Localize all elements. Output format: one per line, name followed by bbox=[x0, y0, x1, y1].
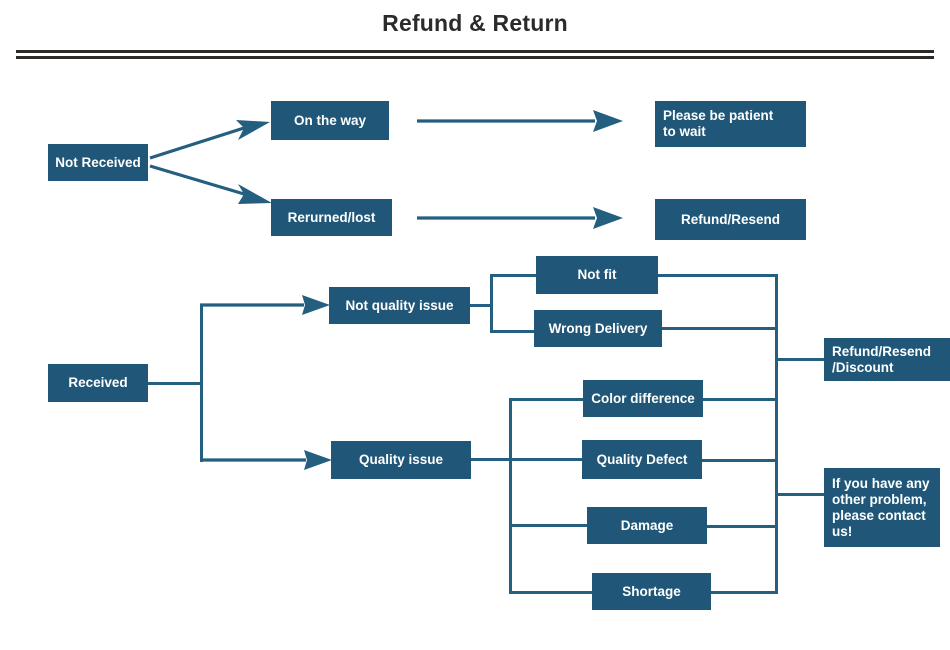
node-wrong-delivery[interactable]: Wrong Delivery bbox=[534, 310, 662, 347]
node-color-difference[interactable]: Color difference bbox=[583, 380, 703, 417]
node-label: Quality Defect bbox=[596, 451, 688, 467]
node-label: Shortage bbox=[622, 583, 681, 599]
node-returned-lost[interactable]: Rerurned/lost bbox=[271, 199, 392, 236]
node-label: Color difference bbox=[591, 390, 695, 406]
connector-bus-to-contact-us bbox=[775, 493, 827, 496]
connector-quality-bracket bbox=[509, 398, 512, 594]
node-label: Not fit bbox=[577, 267, 617, 282]
node-shortage[interactable]: Shortage bbox=[592, 573, 711, 610]
connector-received-stem bbox=[148, 382, 203, 385]
node-damage[interactable]: Damage bbox=[587, 507, 707, 544]
node-please-be-patient[interactable]: Please be patient to wait bbox=[655, 101, 806, 147]
connector-not-quality-stem bbox=[470, 304, 492, 307]
node-label: Wrong Delivery bbox=[548, 320, 648, 336]
arrow-received-to-not-quality bbox=[200, 295, 330, 315]
connector-quality-to-shortage bbox=[509, 591, 592, 594]
connector-color-difference-to-bus bbox=[703, 398, 778, 401]
connector-outcome-bus bbox=[775, 274, 778, 594]
header-rule-lower bbox=[16, 56, 934, 59]
connector-quality-stem bbox=[471, 458, 513, 461]
node-not-fit[interactable]: Not fit bbox=[536, 256, 658, 294]
node-label: Damage bbox=[620, 517, 674, 533]
arrow-returned-lost-to-refund-resend bbox=[417, 207, 623, 229]
arrow-received-to-quality-issue bbox=[200, 450, 332, 470]
node-label: Not Received bbox=[55, 154, 141, 170]
node-received[interactable]: Received bbox=[48, 364, 148, 402]
arrow-not-received-to-on-the-way bbox=[149, 120, 270, 160]
node-on-the-way[interactable]: On the way bbox=[271, 101, 389, 140]
node-quality-defect[interactable]: Quality Defect bbox=[582, 440, 702, 479]
connector-quality-defect-to-bus bbox=[702, 459, 778, 462]
connector-shortage-to-bus bbox=[711, 591, 778, 594]
connector-damage-to-bus bbox=[707, 525, 778, 528]
connector-received-split bbox=[200, 305, 203, 462]
arrow-on-the-way-to-please-wait bbox=[417, 110, 623, 132]
connector-quality-to-color-difference bbox=[509, 398, 584, 401]
connector-not-quality-to-not-fit bbox=[490, 274, 536, 277]
arrow-not-received-to-returned-lost bbox=[149, 164, 272, 204]
node-label: Please be patient to wait bbox=[663, 108, 774, 139]
node-label: Received bbox=[68, 375, 128, 390]
connector-not-quality-to-wrong-delivery bbox=[490, 330, 539, 333]
node-not-quality-issue[interactable]: Not quality issue bbox=[329, 287, 470, 324]
connector-not-fit-to-bus bbox=[658, 274, 778, 277]
header-rule-upper bbox=[16, 50, 934, 53]
node-label: Not quality issue bbox=[345, 297, 454, 313]
page-title: Refund & Return bbox=[382, 10, 568, 36]
connector-wrong-delivery-to-bus bbox=[662, 327, 778, 330]
connector-not-quality-bracket bbox=[490, 274, 493, 333]
connector-quality-to-quality-defect bbox=[509, 458, 583, 461]
node-label: On the way bbox=[293, 112, 366, 128]
node-refund-resend-discount[interactable]: Refund/Resend /Discount bbox=[824, 338, 950, 381]
node-contact-us[interactable]: If you have any other problem, please co… bbox=[824, 468, 940, 547]
connector-bus-to-refund-discount bbox=[775, 358, 827, 361]
node-label: If you have any other problem, please co… bbox=[832, 475, 930, 539]
node-label: Refund/Resend /Discount bbox=[832, 343, 932, 375]
node-label: Quality issue bbox=[358, 452, 444, 467]
node-refund-resend[interactable]: Refund/Resend bbox=[655, 199, 806, 240]
node-not-received[interactable]: Not Received bbox=[48, 144, 148, 181]
node-label: Refund/Resend bbox=[680, 211, 780, 227]
connector-quality-to-damage bbox=[509, 524, 587, 527]
node-quality-issue[interactable]: Quality issue bbox=[331, 441, 471, 479]
node-label: Rerurned/lost bbox=[287, 209, 376, 225]
